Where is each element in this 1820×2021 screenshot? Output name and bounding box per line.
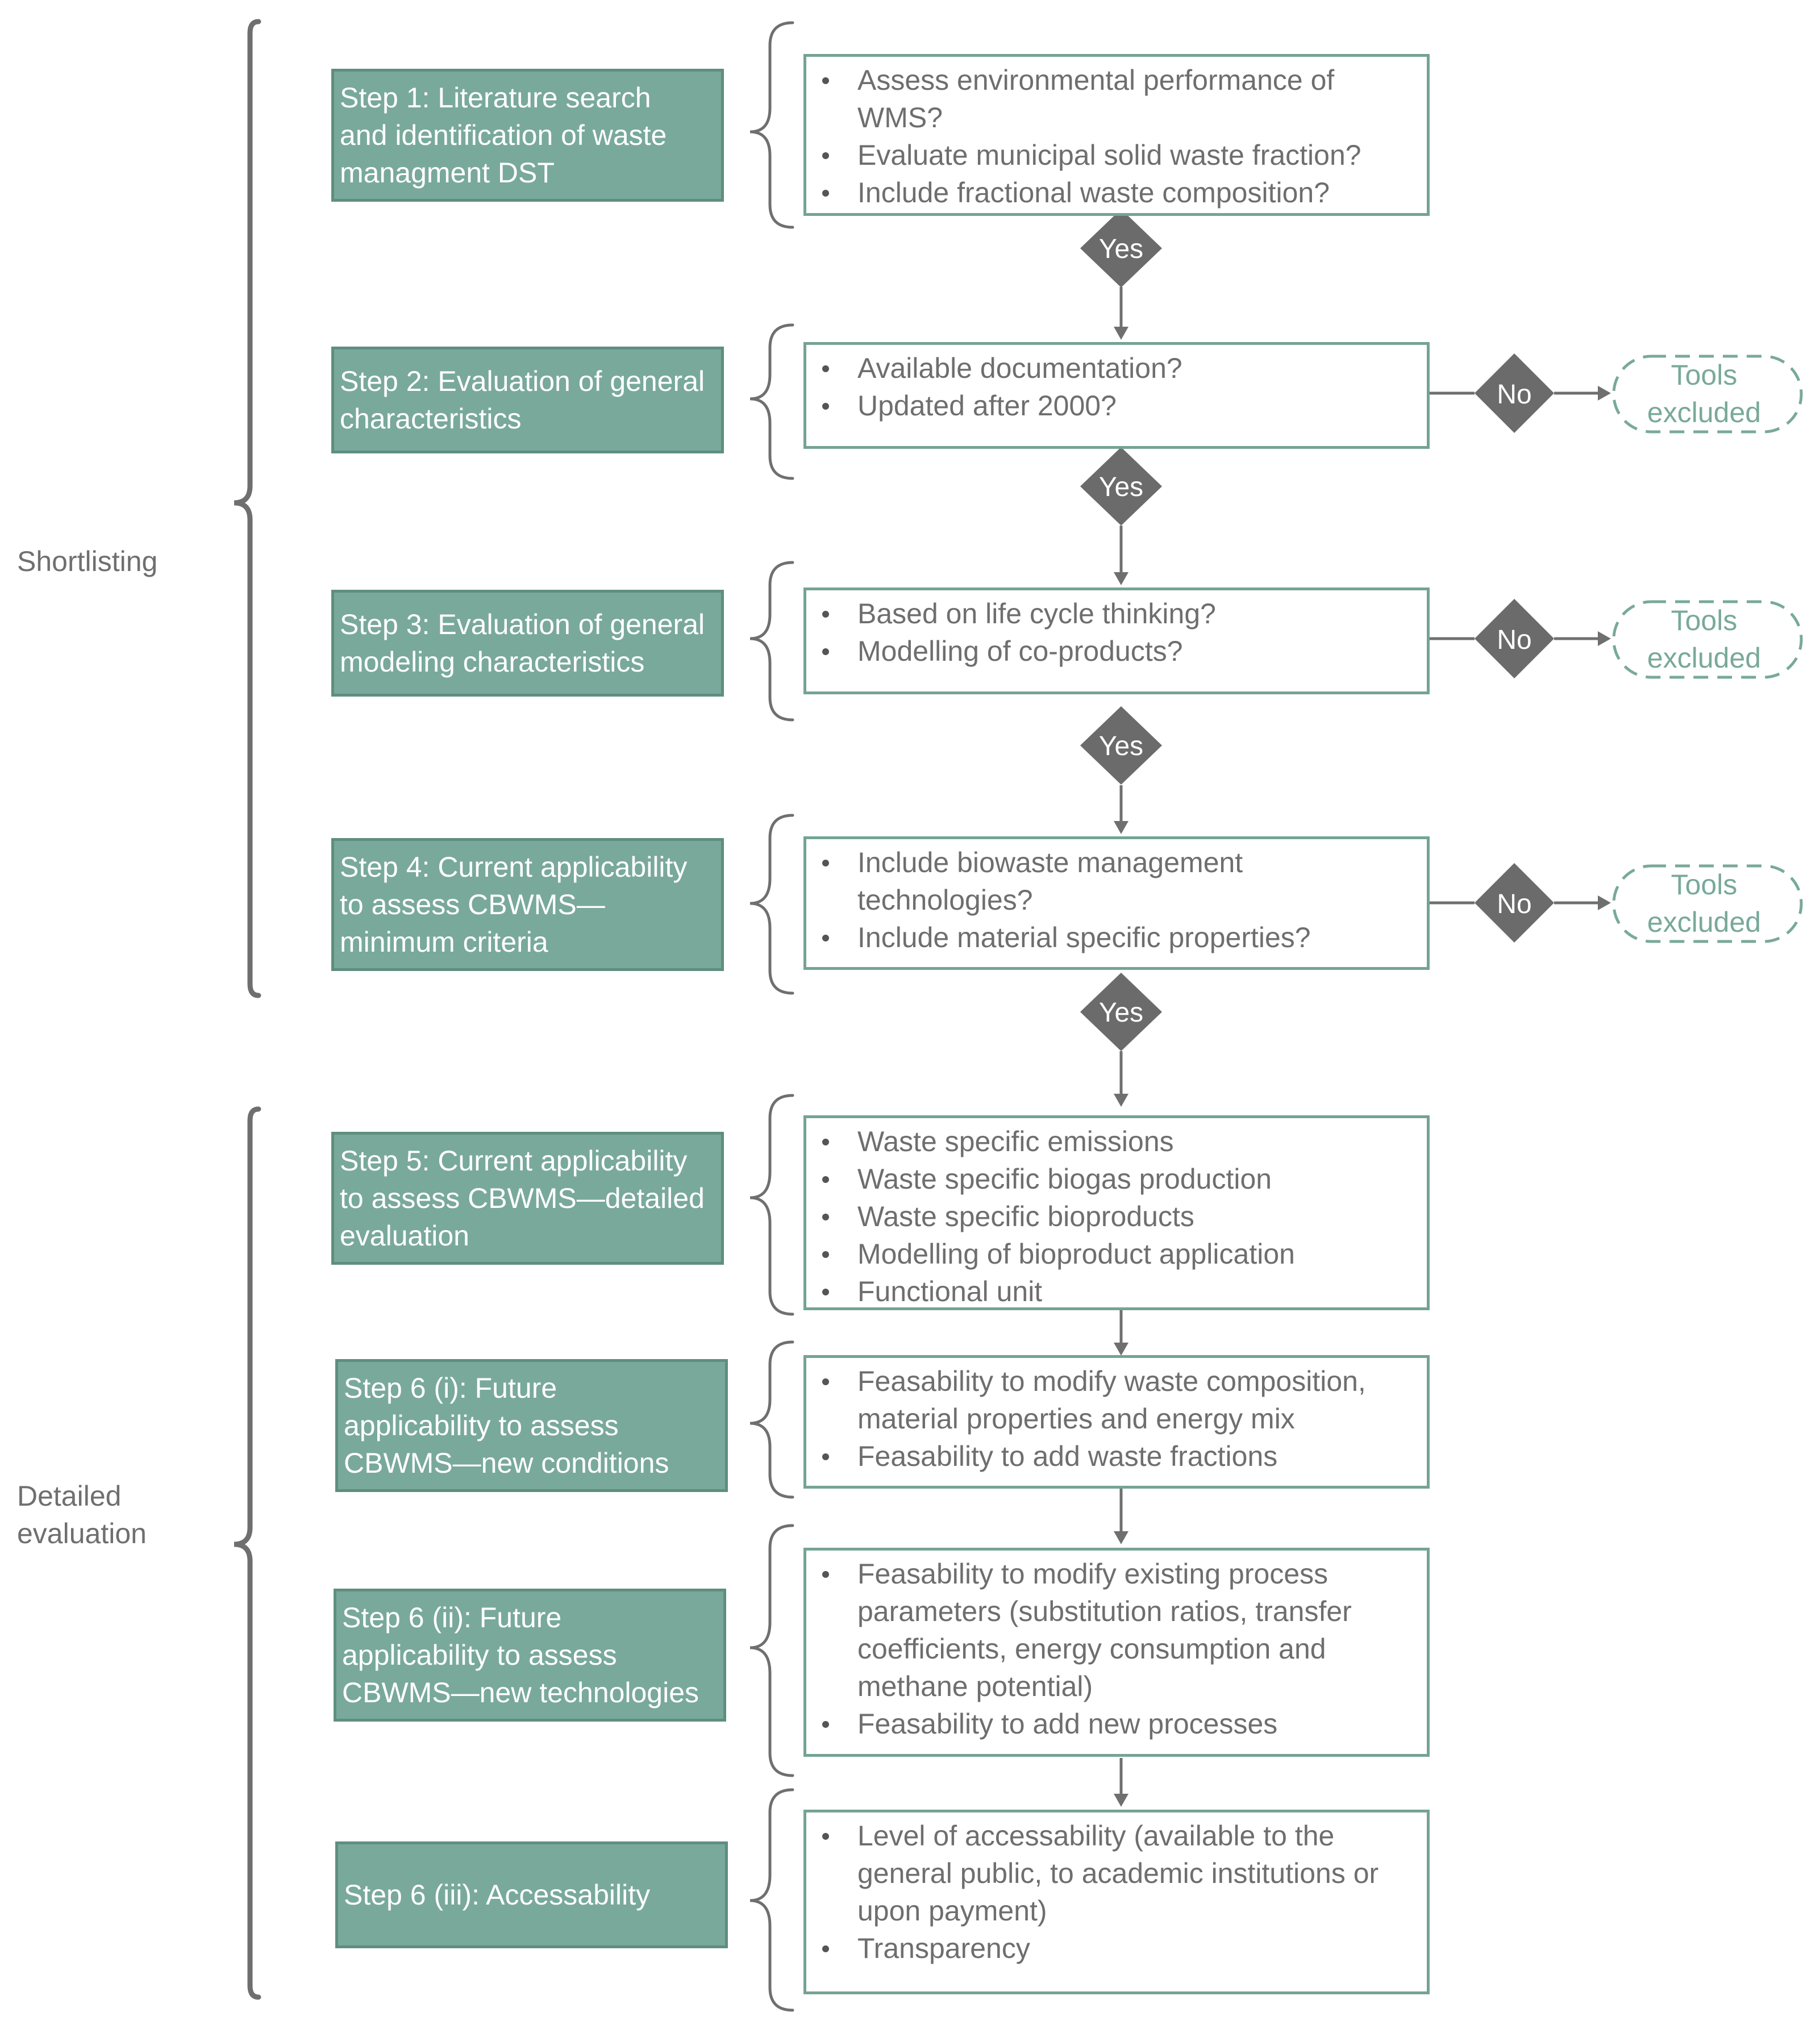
arrowhead <box>1114 572 1128 585</box>
step6iii-brace <box>749 1788 794 2012</box>
criteria-item: Feasability to add waste fractions <box>818 1437 1420 1475</box>
step6ii-brace <box>749 1524 794 1777</box>
step-6iii-box: Step 6 (iii): Accessability <box>335 1841 728 1948</box>
arrowhead <box>1598 895 1611 910</box>
detailed-brace <box>234 1106 261 2000</box>
criteria-item: Level of accessability (available to the… <box>818 1817 1420 1930</box>
yes-label: Yes <box>1099 731 1143 761</box>
criteria-item: Based on life cycle thinking? <box>818 595 1420 632</box>
step3-brace <box>749 561 794 722</box>
phase-label-line: Detailed <box>17 1480 122 1512</box>
no-label: No <box>1497 889 1531 919</box>
tools-excluded-box <box>1612 355 1803 434</box>
criteria-item: Waste specific biogas production <box>818 1160 1420 1198</box>
arrowhead <box>1114 1094 1128 1107</box>
criteria-item: Waste specific bioproducts <box>818 1198 1420 1235</box>
yes-label: Yes <box>1099 472 1143 502</box>
arrowhead <box>1114 821 1128 834</box>
arrowhead <box>1114 1343 1128 1356</box>
decision-diamond <box>1080 209 1162 287</box>
no-label: No <box>1497 625 1531 655</box>
decision-diamond <box>1080 447 1162 526</box>
criteria-item: Include material specific properties? <box>818 919 1420 956</box>
step5-brace <box>749 1094 794 1316</box>
criteria-item: Modelling of co-products? <box>818 632 1420 670</box>
no-label: No <box>1497 380 1531 410</box>
arrowhead <box>1114 1531 1128 1544</box>
yes-label: Yes <box>1099 998 1143 1028</box>
step1-brace <box>749 21 794 229</box>
phase-label-line: evaluation <box>17 1518 147 1549</box>
decision-diamond <box>1080 706 1162 785</box>
decision-diamond <box>1475 353 1554 433</box>
criteria-item: Updated after 2000? <box>818 387 1420 424</box>
arrowhead <box>1598 631 1611 646</box>
shortlisting-brace <box>234 19 261 998</box>
criteria-box-5: Waste specific emissions Waste specific … <box>803 1115 1430 1310</box>
criteria-item: Available documentation? <box>818 349 1420 387</box>
criteria-item: Waste specific emissions <box>818 1123 1420 1160</box>
yes-label: Yes <box>1099 234 1143 264</box>
criteria-box-6i: Feasability to modify waste composition,… <box>803 1355 1430 1489</box>
criteria-item: Transparency <box>818 1930 1420 1967</box>
arrowhead <box>1598 386 1611 401</box>
decision-diamond <box>1475 599 1554 678</box>
decision-diamond <box>1080 973 1162 1051</box>
decision-diamond <box>1475 863 1554 943</box>
arrowhead <box>1114 1794 1128 1807</box>
phase-label-shortlisting: Shortlisting <box>17 545 158 577</box>
criteria-box-3: Based on life cycle thinking? Modelling … <box>803 587 1430 694</box>
criteria-item: Modelling of bioproduct application <box>818 1235 1420 1273</box>
arrowhead <box>1114 327 1128 340</box>
phase-label-detailed: Detailed evaluation <box>17 1477 147 1552</box>
step2-brace <box>749 323 794 480</box>
criteria-item: Feasability to modify waste composition,… <box>818 1362 1420 1437</box>
step6i-brace <box>749 1340 794 1499</box>
criteria-box-2: Available documentation? Updated after 2… <box>803 342 1430 449</box>
step4-brace <box>749 814 794 995</box>
criteria-item: Feasability to add new processes <box>818 1705 1420 1743</box>
tools-excluded-box <box>1612 864 1803 943</box>
criteria-box-6iii: Level of accessability (available to the… <box>803 1810 1430 1994</box>
criteria-item: Include fractional waste composition? <box>818 174 1420 211</box>
tools-excluded-box <box>1612 600 1803 679</box>
criteria-item: Evaluate municipal solid waste fraction? <box>818 136 1420 174</box>
criteria-item: Functional unit <box>818 1273 1420 1310</box>
